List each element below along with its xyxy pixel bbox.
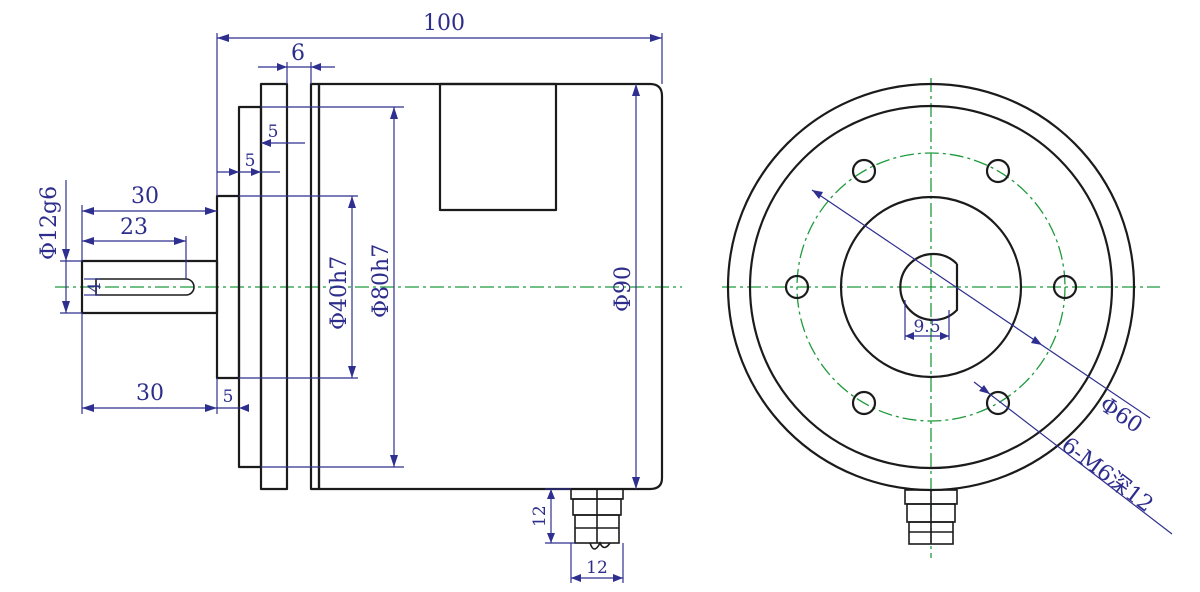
flange-circle (748, 104, 1114, 470)
dim-shaft-diameter: Φ12g6 (37, 180, 82, 314)
dim-text-flange-dia: Φ80h7 (369, 244, 394, 318)
dim-text-shaft-dia: Φ12g6 (37, 186, 62, 260)
keyway-slot (95, 278, 195, 296)
dim-text-5-middle: 5 (245, 151, 256, 171)
dim-key-width: 4 (84, 278, 105, 296)
cable-gland-front (904, 489, 958, 545)
dim-text-23: 23 (120, 215, 148, 240)
bolt-hole (851, 390, 877, 416)
dim-text-5-bottom: 5 (223, 387, 234, 407)
dim-text-6: 6 (291, 41, 305, 66)
dim-text-30-bottom: 30 (136, 381, 164, 406)
dim-text-4: 4 (85, 282, 105, 293)
side-view: 100 6 5 5 30 (37, 11, 682, 583)
tapped-holes (784, 158, 1078, 416)
bolt-hole (851, 158, 877, 184)
dim-gland-height: 12 (530, 488, 575, 544)
dim-key-length: 23 (82, 215, 187, 279)
dim-body-diameter: Φ90 (611, 84, 640, 489)
dim-step-bottom: 5 (223, 387, 249, 412)
dim-shaft-bottom: 30 (81, 313, 239, 414)
shaft-with-keyway (899, 252, 959, 322)
dim-pilot-diameter: Φ40h7 (239, 195, 358, 379)
bolt-hole (784, 274, 810, 300)
connector-box (438, 82, 558, 212)
pilot-circle (839, 195, 1023, 379)
cable-gland-side (570, 488, 624, 550)
dim-text-tapped-holes: 6-M6深12 (1056, 433, 1157, 518)
dim-step-upper: 5 (261, 122, 305, 147)
dim-step-middle: 5 (217, 151, 280, 176)
dim-key-depth: 9.5 (904, 300, 950, 340)
encoder-body (317, 82, 664, 491)
bolt-hole (985, 158, 1011, 184)
flange-ring (259, 82, 289, 491)
dim-text-pilot-dia: Φ40h7 (327, 256, 352, 330)
bolt-circle-line (796, 152, 1066, 422)
dim-text-100: 100 (423, 11, 465, 36)
dim-flange-diameter: Φ80h7 (261, 106, 404, 468)
front-view: 9.5 Φ60 6-M6深12 (722, 78, 1173, 558)
dim-text-30-top: 30 (131, 184, 159, 209)
dim-text-5-upper: 5 (268, 122, 279, 142)
dim-text-gland-height: 12 (530, 505, 550, 527)
dim-shaft-total: 30 (81, 184, 217, 261)
bolt-hole (1052, 274, 1078, 300)
dim-text-key-depth: 9.5 (913, 317, 940, 337)
dim-text-gland-width: 12 (586, 558, 608, 578)
dim-flange-thickness: 6 (258, 41, 335, 84)
dim-tapped-holes: 6-M6深12 (973, 381, 1173, 535)
dim-text-body-dia: Φ90 (611, 266, 636, 312)
dim-overall-length: 100 (216, 11, 663, 196)
dim-text-bolt-circle: Φ60 (1095, 392, 1147, 438)
bolt-hole (985, 390, 1011, 416)
dim-gland-width: 12 (570, 543, 624, 583)
